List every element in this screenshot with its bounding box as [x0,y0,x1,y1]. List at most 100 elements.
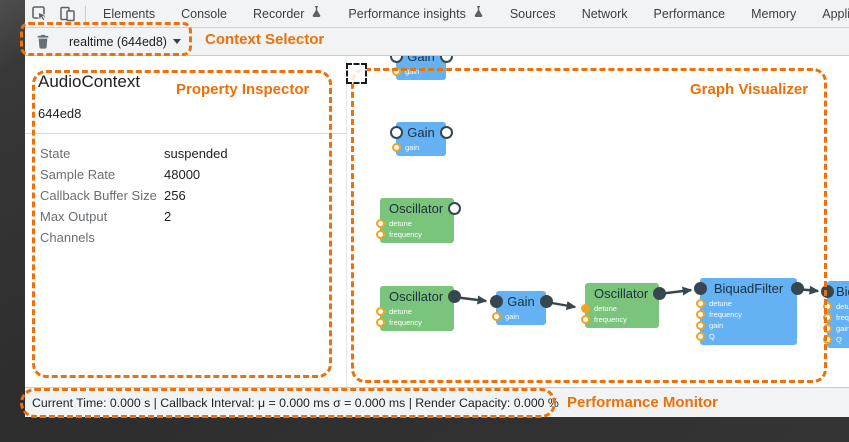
param-label: Q [709,332,715,341]
trash-icon [37,34,49,49]
param-port [822,324,832,333]
input-port [389,56,403,63]
audio-node-biquadfilter[interactable]: BiquadFilter detune frequency gain Q [693,278,804,345]
node-param: frequency [375,318,454,327]
node-title: BiquadFilter [836,284,849,299]
param-port [391,143,401,152]
node-param: detune [375,219,454,228]
audio-node-gain[interactable]: Gain gain [389,56,453,80]
property-value: 256 [164,188,186,203]
node-param: detune [580,304,659,313]
input-port-connected [820,285,834,298]
node-title: Oscillator [389,289,444,304]
context-type-title: AudioContext [38,72,141,91]
node-param: detune [695,299,797,308]
context-id: 644ed8 [38,106,82,121]
tab-application[interactable]: Application [809,0,849,27]
audio-node-oscillator[interactable]: Oscillator detune frequency [375,286,461,331]
audio-node-oscillator[interactable]: Oscillator detune frequency [580,283,666,328]
tab-performance[interactable]: Performance [641,0,739,27]
node-param: frequency [375,230,454,239]
node-title: Gain [407,125,435,140]
param-port [375,230,385,239]
param-label: gain [405,67,420,76]
tab-label: Performance [653,6,726,21]
node-title: Oscillator [594,286,649,301]
node-param: gain [822,324,849,333]
device-toolbar-icon[interactable] [53,2,81,26]
property-value: 2 [164,209,172,224]
param-port [580,315,590,324]
param-label: frequency [389,318,422,327]
experimental-flask-icon [473,0,484,27]
tab-label: Performance insights [348,6,466,21]
tab-label: Application [822,6,849,21]
param-label: frequency [836,313,849,322]
graph-visualizer-panel[interactable]: Gain gain Gain gain Oscillator detune fr… [347,56,849,387]
param-label: Q [836,335,842,344]
param-label: detune [594,304,617,313]
param-label: gain [836,324,849,333]
tab-memory[interactable]: Memory [738,0,809,27]
output-port [447,202,461,215]
node-title: Gain [507,294,535,309]
node-param: gain [491,312,546,321]
tab-network[interactable]: Network [569,0,641,27]
input-port [389,126,403,139]
param-label: frequency [709,310,742,319]
param-port [695,299,705,308]
property-value: 48000 [164,167,201,182]
output-port-connected [539,295,553,308]
property-label: Sample Rate [40,167,116,182]
node-param: Q [695,332,797,341]
device-toolbar-icon [59,6,75,22]
param-label: detune [709,299,732,308]
audio-node-gain[interactable]: Gain gain [489,291,553,325]
param-port [391,67,401,76]
param-port [491,312,501,321]
tab-label: Network [581,6,628,21]
node-title: Gain [407,56,435,64]
tab-label: Console [181,6,227,21]
divider [25,133,346,134]
node-param: detune [375,307,454,316]
toolbar-separator [85,5,86,22]
tab-performance-insights[interactable]: Performance insights [335,0,496,27]
tab-label: Sources [509,6,556,21]
param-port [695,321,705,330]
audio-node-gain[interactable]: Gain gain [389,122,453,156]
param-port [375,307,385,316]
param-port [822,313,832,322]
param-label: gain [709,321,724,330]
audio-node-oscillator[interactable]: Oscillator detune frequency [375,198,461,243]
output-port [439,56,453,63]
output-port-connected [447,290,461,303]
param-label: detune [836,302,849,311]
audio-node-biquadfilter[interactable]: BiquadFilter detune frequency gain Q [820,281,849,348]
input-port-connected [693,282,707,295]
tab-sources[interactable]: Sources [497,0,569,27]
panel-divider[interactable] [346,56,347,387]
node-param: gain [391,143,446,152]
param-port [375,318,385,327]
tab-elements[interactable]: Elements [90,0,168,27]
tab-console[interactable]: Console [168,0,240,27]
devtools-tabbar: Elements Console Recorder Performance in… [25,0,849,28]
param-label: gain [505,312,520,321]
param-label: gain [405,143,420,152]
experimental-flask-icon [311,0,322,27]
tab-label: Recorder [252,6,305,21]
context-selector-value[interactable]: realtime (644ed8) [69,34,167,49]
dropdown-caret-icon[interactable] [172,39,181,44]
trash-icon[interactable] [29,30,57,54]
tab-recorder[interactable]: Recorder [240,0,335,27]
output-port-connected [790,282,804,295]
inspect-element-icon[interactable] [25,2,53,26]
performance-stats-text: Current Time: 0.000 s | Callback Interva… [32,395,559,410]
param-label: frequency [594,315,627,324]
param-label: frequency [389,230,422,239]
